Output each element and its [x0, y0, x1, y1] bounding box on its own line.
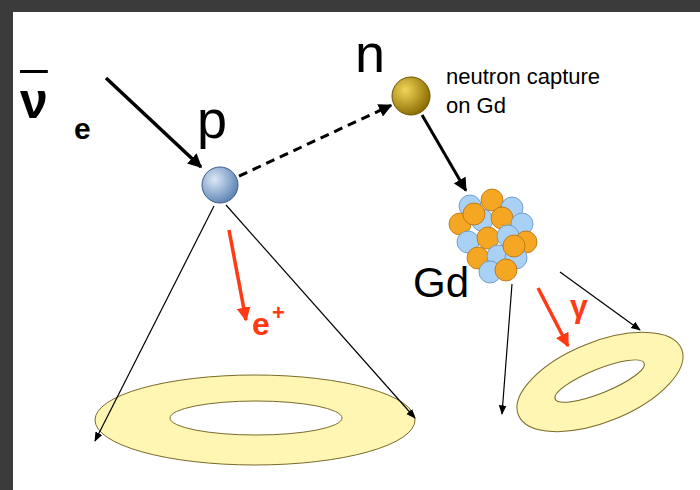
- slide-frame: [0, 0, 700, 12]
- subscript: e: [74, 114, 91, 144]
- neutron-sphere-shape: [391, 76, 431, 116]
- incoming-arrow: [106, 78, 201, 167]
- gamma-arrow: [538, 288, 568, 346]
- cone-line: [560, 272, 640, 330]
- cone-line: [226, 205, 415, 418]
- arrow: [422, 115, 466, 190]
- gd-nucleus: Gd: [440, 184, 540, 280]
- neutron-sphere: n: [391, 76, 431, 116]
- particle-label: n: [355, 26, 385, 80]
- superscript: +: [272, 302, 285, 324]
- particle-label: γ: [570, 290, 588, 322]
- detection-ring: [503, 312, 696, 452]
- detection-ring: [95, 375, 415, 465]
- cone-line: [502, 284, 512, 414]
- positron-arrow: [229, 230, 246, 320]
- particle-label: e: [252, 308, 270, 340]
- dashed-arrow: [239, 105, 391, 176]
- particle-label: p: [197, 92, 227, 146]
- proton-sphere: p: [201, 166, 239, 204]
- slide-frame: [0, 0, 13, 490]
- annotation: neutron capture on Gd: [446, 63, 621, 120]
- particle-symbol: ν: [20, 70, 48, 126]
- proton-sphere-shape: [201, 166, 239, 204]
- nucleus-label: Gd: [413, 262, 469, 304]
- cone-line: [95, 206, 214, 441]
